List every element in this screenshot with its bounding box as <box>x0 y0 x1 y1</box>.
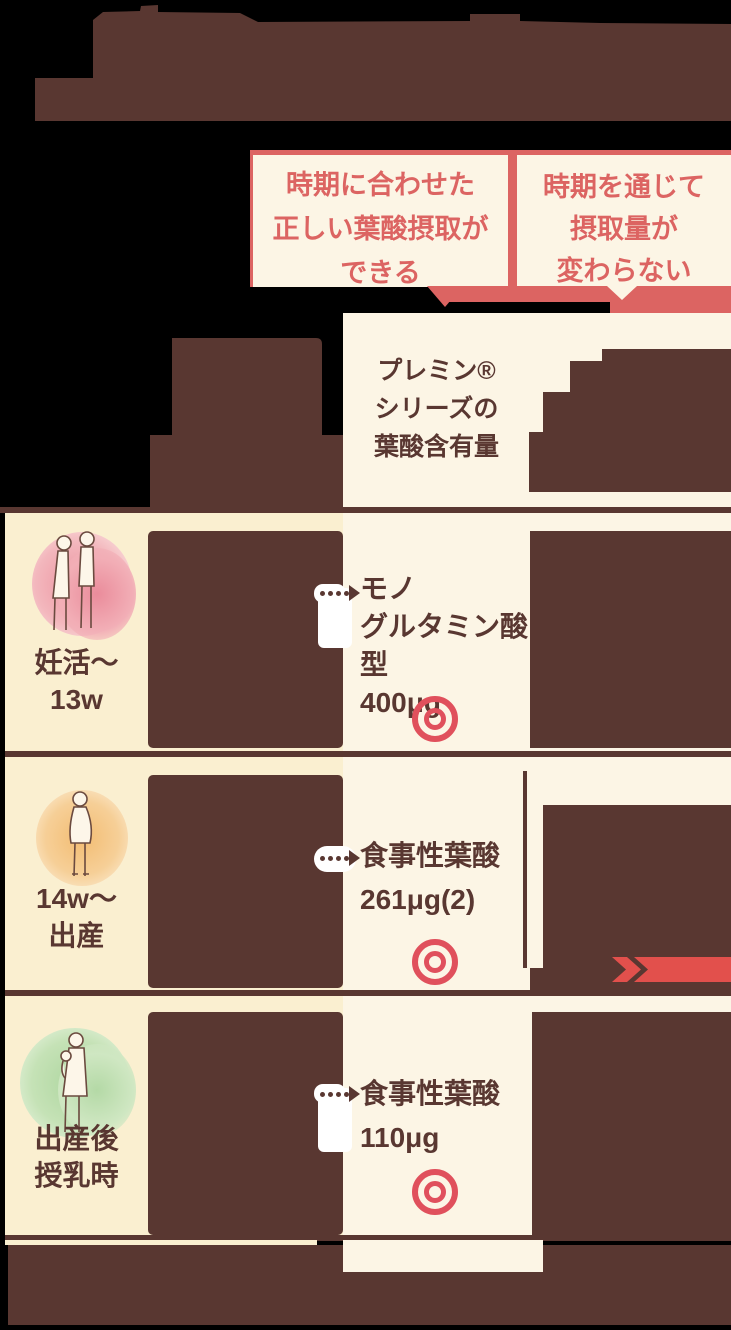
value-line: 110μg <box>360 1122 440 1153</box>
callout-line: 変わらない <box>556 256 692 286</box>
callout-line: 時期に合わせた <box>286 170 475 200</box>
stage-line: 出産後 <box>34 1123 119 1154</box>
dotted-arrow-dot <box>320 856 325 861</box>
row-divider <box>0 507 731 513</box>
bubble-left-border <box>250 150 253 287</box>
callout-line: できる <box>340 258 421 288</box>
rating-double-circle-row1 <box>412 696 458 742</box>
callout-line: 摂取量が <box>570 214 678 244</box>
dotted-arrow-head-icon <box>349 585 360 601</box>
mother-baby-illustration <box>60 1032 88 1133</box>
supplement-pouch-icon <box>318 588 352 648</box>
callout-right-text: 時期を通じて 摂取量が 変わらない <box>517 166 731 292</box>
couple-illustration <box>52 531 95 631</box>
callout-left-bubble <box>253 155 508 287</box>
row2-cell-border-line <box>523 771 527 968</box>
dotted-arrow-head-icon <box>349 1086 360 1102</box>
dotted-arrow-dot <box>320 591 325 596</box>
other-row1-blob <box>530 531 731 748</box>
stage-label-row2: 14w〜 出産 <box>5 880 148 954</box>
pregnant-woman-illustration <box>69 791 93 877</box>
callout-line: 正しい葉酸摂取が <box>272 214 489 244</box>
dotted-arrow-dot <box>328 856 333 861</box>
value-line: 食事性葉酸 <box>360 1078 501 1109</box>
value-line: 261μg(2) <box>360 884 476 915</box>
dotted-arrow-dot <box>336 1092 341 1097</box>
callout-line: 時期を通じて <box>543 172 705 202</box>
stage-label-row1: 妊活〜 13w <box>5 644 148 718</box>
competitor-row3-blob <box>148 1012 343 1235</box>
value-line: グルタミン酸型 <box>360 611 529 680</box>
callout-right-bubble <box>517 155 731 286</box>
competitor-header-blob <box>150 338 343 507</box>
left-bubble-tail <box>427 286 463 307</box>
premin-value-row1: モノ グルタミン酸型 400μg <box>360 570 540 722</box>
dotted-arrow-dot <box>344 856 349 861</box>
premin-value-row2: 食事性葉酸 261μg(2) <box>360 834 540 922</box>
row-divider <box>5 990 731 996</box>
stage-label-row3: 出産後 授乳時 <box>5 1120 148 1194</box>
row-divider <box>5 1235 731 1241</box>
stage-line: 授乳時 <box>34 1160 119 1191</box>
dotted-arrow-dot <box>344 1092 349 1097</box>
bubble-top-border <box>250 150 731 155</box>
dotted-arrow-dot <box>320 1092 325 1097</box>
dotted-arrow-dot <box>328 591 333 596</box>
dotted-arrow-dot <box>336 856 341 861</box>
other-row3-blob <box>532 1012 731 1235</box>
premin-value-row3: 食事性葉酸 110μg <box>360 1072 540 1160</box>
competitor-row2-blob <box>148 775 343 988</box>
premin-header-line: 葉酸含有量 <box>373 433 499 461</box>
bubble-divider <box>508 150 517 287</box>
rating-double-circle-row2 <box>412 939 458 985</box>
watercolor-pink <box>58 548 136 640</box>
dotted-arrow-dot <box>336 591 341 596</box>
right-bubble-tail <box>607 286 637 300</box>
footnote-notch <box>343 1240 543 1272</box>
value-line: 食事性葉酸 <box>360 840 501 871</box>
premin-header-line: シリーズの <box>374 395 499 423</box>
competitor-row1-blob <box>148 531 343 748</box>
dotted-arrow-dot <box>328 1092 333 1097</box>
value-line: モノ <box>360 573 417 604</box>
fast-forward-band <box>634 957 731 982</box>
stage-line: 妊活〜 <box>34 647 119 678</box>
stage-line: 出産 <box>48 920 105 951</box>
stage-line: 13w <box>50 684 103 715</box>
other-product-header-blob <box>529 349 731 492</box>
premin-header-line: プレミン® <box>377 357 496 385</box>
stage-line: 14w〜 <box>36 883 117 914</box>
callout-left-text: 時期に合わせた 正しい葉酸摂取が できる <box>253 163 508 295</box>
dotted-arrow-dot <box>344 591 349 596</box>
fast-forward-chevron-icon <box>612 957 641 982</box>
supplement-pouch-icon <box>318 1088 352 1152</box>
row-divider <box>5 751 731 757</box>
bottom-sliver <box>5 1240 317 1245</box>
dotted-arrow-head-icon <box>349 850 360 866</box>
premin-column-header: プレミン® シリーズの 葉酸含有量 <box>343 352 530 466</box>
title-redacted-blob <box>35 5 731 121</box>
rating-double-circle-row3 <box>412 1169 458 1215</box>
